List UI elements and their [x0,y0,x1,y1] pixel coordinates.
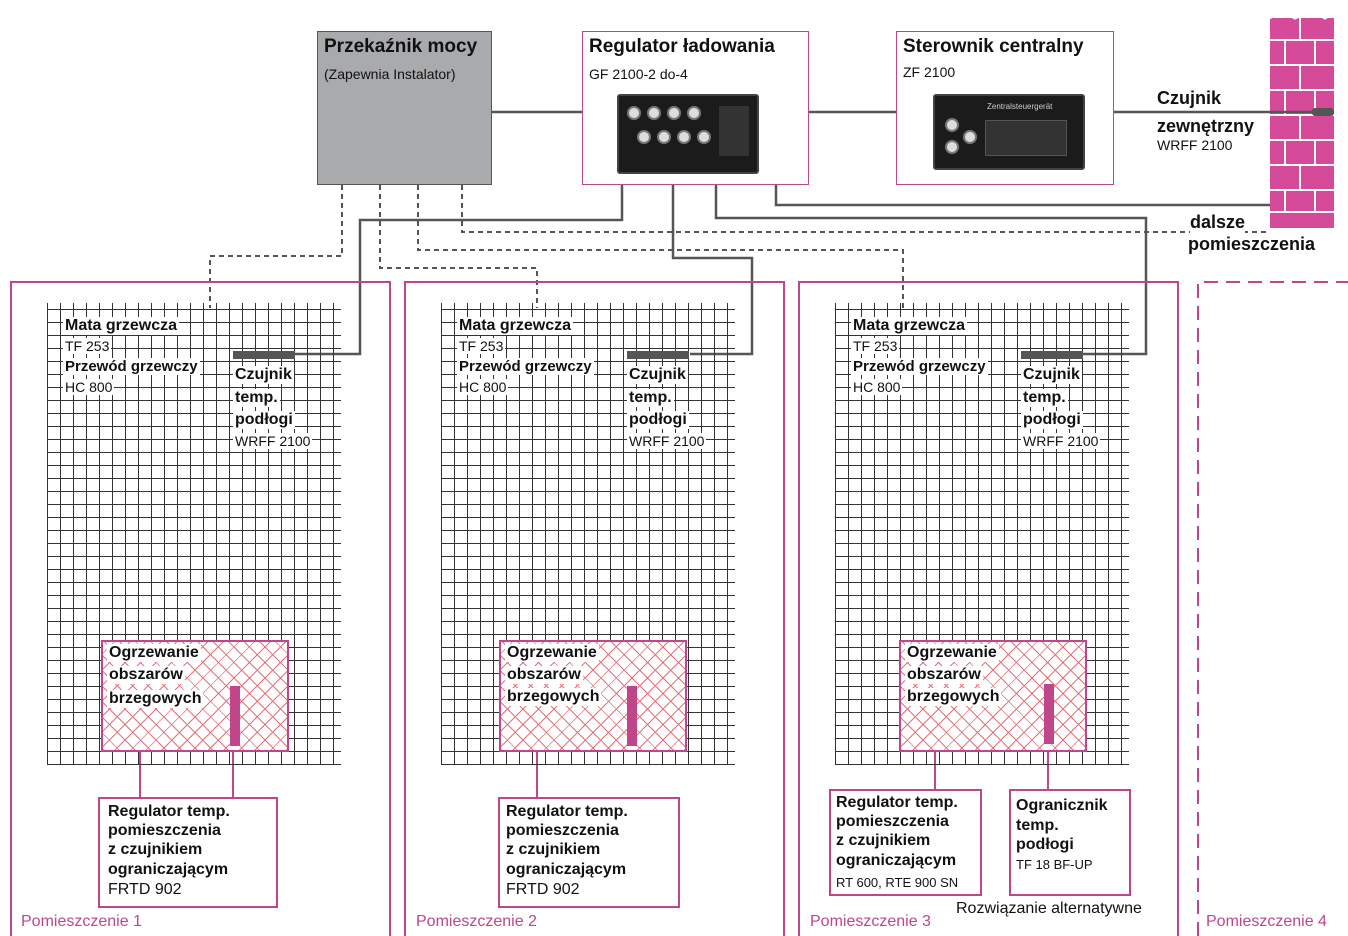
power-relay-title: Przekaźnik mocy [324,36,477,58]
sensor-label-2: temp. [627,389,674,407]
regulator-label-3: z czujnikiem [836,832,930,850]
outdoor-sensor-probe [1312,108,1334,116]
limiter-label-3: podłogi [1016,836,1074,854]
central-controller-box: Sterownik centralny ZF 2100 Zentralsteue… [896,31,1114,185]
regulator-model: FRTD 902 [506,881,580,899]
regulator-model: FRTD 902 [108,881,182,899]
room-label: Pomieszczenie 2 [416,913,537,931]
brick-wall [1270,10,1334,228]
power-relay-box: Przekaźnik mocy (Zapewnia Instalator) [317,31,492,185]
edge-heating-area: Ogrzewanie obszarów brzegowych [499,640,687,752]
floor-limiter-box: Ogranicznik temp. podłogi TF 18 BF-UP [1009,789,1131,896]
edge-sensor-icon [1044,684,1054,744]
edge-heating-area: Ogrzewanie obszarów brzegowych [101,640,289,752]
sensor-label-1: Czujnik [233,366,294,384]
room-regulator-box: Regulator temp. pomieszczenia z czujniki… [829,789,982,896]
edge-label-3: brzegowych [905,688,1001,706]
regulator-label-4: ograniczającym [108,861,228,879]
central-controller-title: Sterownik centralny [903,36,1084,58]
regulator-label-2: pomieszczenia [108,822,221,840]
central-controller-device: Zentralsteuergerät [933,94,1085,170]
regulator-label-3: z czujnikiem [108,841,202,859]
regulator-label-1: Regulator temp. [836,794,958,812]
further-rooms-label-1: dalsze [1190,212,1245,233]
edge-sensor-icon [627,686,637,746]
edge-label-2: obszarów [905,666,983,684]
sensor-model: WRFF 2100 [233,433,312,449]
charge-controller-box: Regulator ładowania GF 2100-2 do-4 [582,31,809,185]
cable-model: HC 800 [851,379,902,395]
room-4-label: Pomieszczenie 4 [1206,913,1327,931]
limiter-label-1: Ogranicznik [1016,797,1108,815]
outdoor-sensor-label-2: zewnętrzny [1157,116,1254,137]
room-label: Pomieszczenie 3 [810,913,931,931]
floor-sensor-icon [233,351,295,359]
alternative-solution-label: Rozwiązanie alternatywne [956,900,1142,918]
mat-model: TF 253 [63,338,111,354]
room-label: Pomieszczenie 1 [21,913,142,931]
sensor-model: WRFF 2100 [627,433,706,449]
sensor-label-3: podłogi [627,411,689,429]
cable-model: HC 800 [63,379,114,395]
mat-model: TF 253 [457,338,505,354]
regulator-label-2: pomieszczenia [506,822,619,840]
further-rooms-label-2: pomieszczenia [1188,234,1315,255]
charge-controller-device [617,94,759,174]
regulator-label-4: ograniczającym [836,852,956,870]
relay-lines [210,185,1270,308]
outdoor-sensor-label-1: Czujnik [1157,88,1221,109]
sensor-label-1: Czujnik [1021,366,1082,384]
outdoor-sensor-model: WRFF 2100 [1157,137,1232,153]
charge-controller-model: GF 2100-2 do-4 [589,66,688,82]
cable-title: Przewód grzewczy [457,358,594,375]
edge-label-1: Ogrzewanie [505,644,599,662]
cable-title: Przewód grzewczy [851,358,988,375]
sensor-label-2: temp. [233,389,280,407]
sensor-label-2: temp. [1021,389,1068,407]
cable-model: HC 800 [457,379,508,395]
edge-label-1: Ogrzewanie [107,644,201,662]
room-regulator-box: Regulator temp. pomieszczenia z czujniki… [498,797,680,908]
edge-label-2: obszarów [107,666,185,684]
edge-label-3: brzegowych [107,690,203,708]
regulator-label-2: pomieszczenia [836,813,949,831]
sensor-label-3: podłogi [1021,411,1083,429]
regulator-label-3: z czujnikiem [506,841,600,859]
power-relay-note: (Zapewnia Instalator) [324,66,456,82]
limiter-label-2: temp. [1016,817,1059,835]
floor-sensor-icon [627,351,689,359]
cable-title: Przewód grzewczy [63,358,200,375]
room-regulator-box: Regulator temp. pomieszczenia z czujniki… [98,797,278,908]
regulator-label-1: Regulator temp. [108,803,230,821]
mat-title: Mata grzewcza [63,317,179,335]
regulator-label-1: Regulator temp. [506,803,628,821]
sensor-label-3: podłogi [233,411,295,429]
central-controller-device-label: Zentralsteuergerät [987,102,1052,111]
regulator-model: RT 600, RTE 900 SN [836,875,958,890]
limiter-model: TF 18 BF-UP [1016,857,1093,872]
regulator-label-4: ograniczającym [506,861,626,879]
charge-controller-title: Regulator ładowania [589,36,775,58]
edge-label-2: obszarów [505,666,583,684]
mat-title: Mata grzewcza [851,317,967,335]
edge-heating-area: Ogrzewanie obszarów brzegowych [899,640,1087,752]
sensor-model: WRFF 2100 [1021,433,1100,449]
edge-label-3: brzegowych [505,688,601,706]
central-controller-model: ZF 2100 [903,64,955,80]
floor-sensor-icon [1021,351,1083,359]
edge-label-1: Ogrzewanie [905,644,999,662]
edge-sensor-icon [230,686,240,746]
mat-model: TF 253 [851,338,899,354]
sensor-label-1: Czujnik [627,366,688,384]
mat-title: Mata grzewcza [457,317,573,335]
